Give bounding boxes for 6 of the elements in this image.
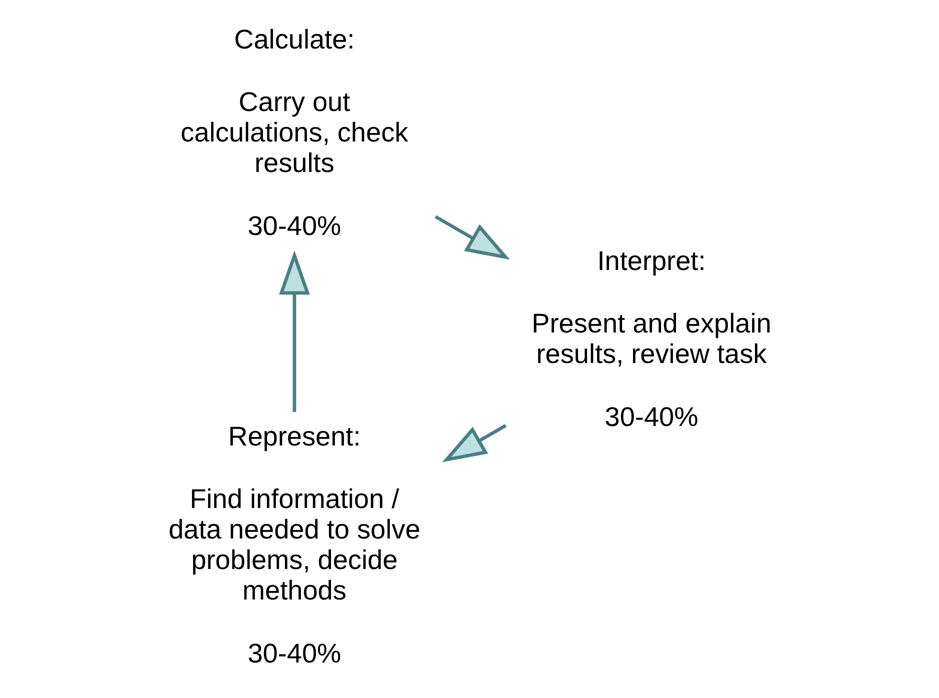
arrow (434, 215, 510, 260)
node-text: Interpret: Present and explain results, review task 30-40% (531, 244, 771, 432)
node-text: Represent: Find information / data needed to solve problems, decide methods 30-40% (168, 420, 420, 668)
node-text: Calculate: Carry out calculations, check results 30-40% (180, 23, 408, 241)
arrow (442, 424, 506, 462)
arrow (278, 250, 310, 412)
